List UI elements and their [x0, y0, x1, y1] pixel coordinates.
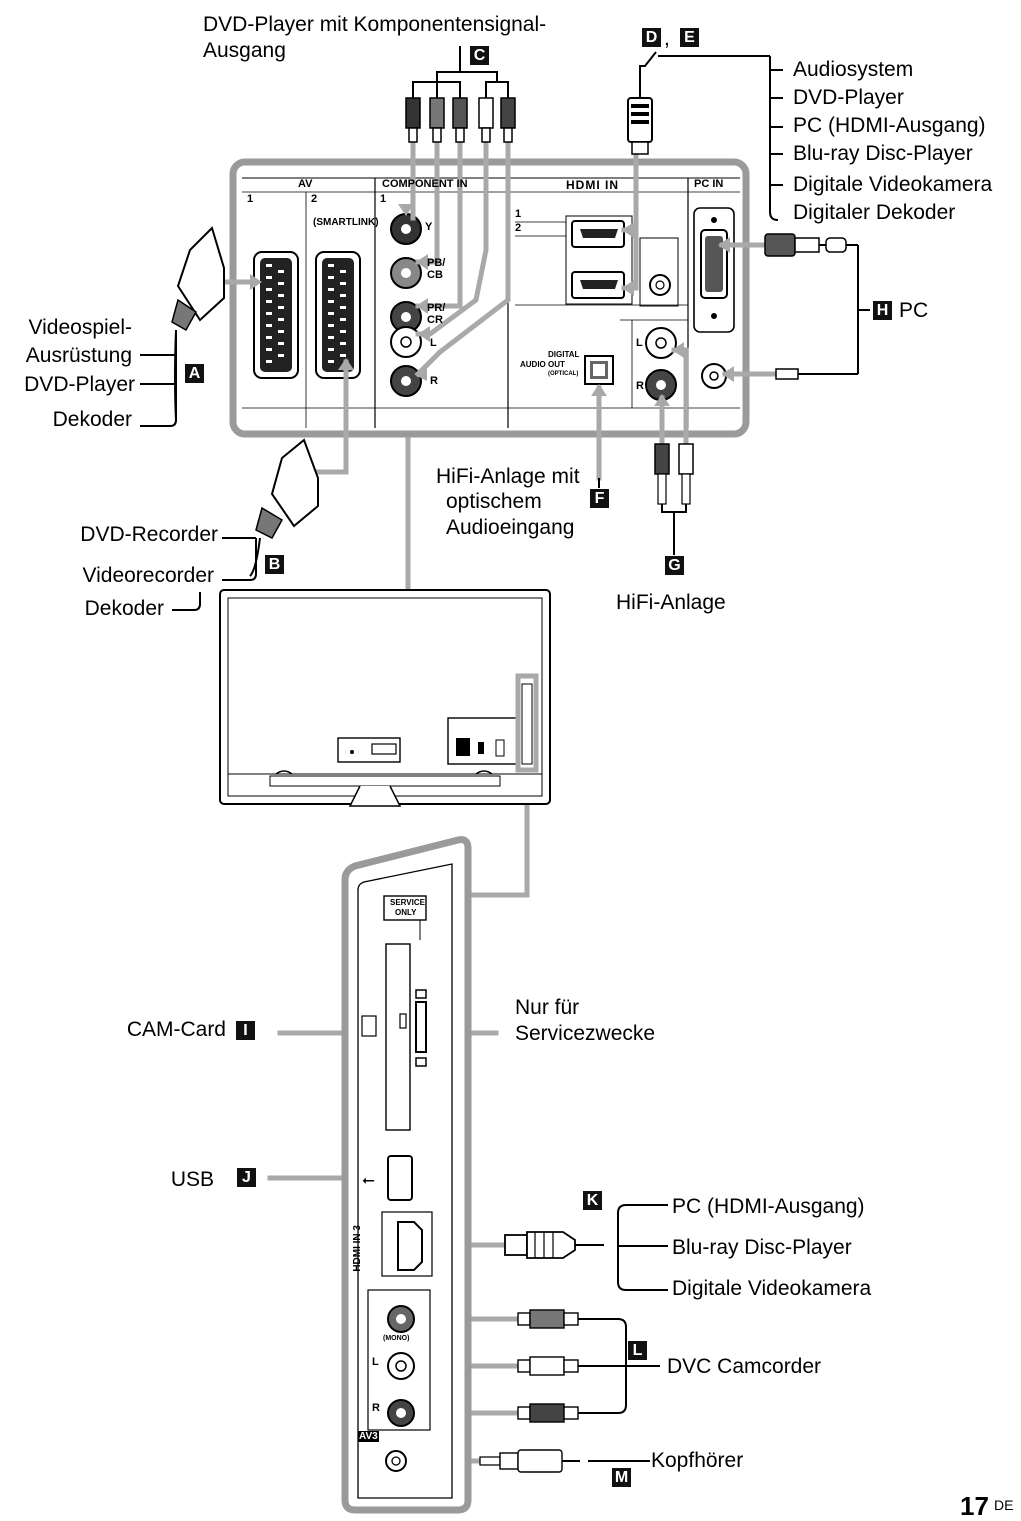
scart-plug-a [171, 226, 225, 421]
label-dekoder-top: Digitaler Dekoder [793, 201, 956, 224]
panel-hdmi-in: HDMI IN [566, 178, 619, 192]
optical-and-audio-out [584, 319, 688, 408]
label-pc-hdmi-top: PC (HDMI-Ausgang) [793, 114, 986, 137]
label-videokamera-k: Digitale Videokamera [672, 1277, 872, 1300]
panel-comp1: 1 [380, 193, 387, 205]
label-dvd-component-2: Ausgang [203, 39, 286, 62]
side-panel: ⭠ [341, 836, 472, 1514]
label-dvd-recorder: DVD-Recorder [80, 523, 218, 546]
bracket-a [140, 330, 177, 427]
panel-side-l: L [372, 1356, 379, 1368]
pc-plugs-h [764, 233, 870, 380]
label-kopfhoerer: Kopfhörer [651, 1449, 744, 1472]
headphone-plug-m [479, 1449, 650, 1473]
svg-text:⭠: ⭠ [362, 1170, 375, 1189]
label-dekoder-a: Dekoder [52, 408, 132, 431]
panel-audio-r: R [636, 380, 644, 392]
label-videospiel-1: Videospiel- [28, 316, 132, 339]
scart-plug-b [249, 438, 319, 577]
panel-l: L [430, 337, 437, 349]
hdmi-plug-de [627, 51, 657, 155]
label-pc-hdmi-k: PC (HDMI-Ausgang) [672, 1195, 865, 1218]
label-dvd-player-d: DVD-Player [793, 86, 904, 109]
badge-c: C [470, 46, 489, 65]
label-videokamera-top: Digitale Videokamera [793, 173, 993, 196]
label-hifi-optical-1: HiFi-Anlage mit [436, 465, 580, 488]
label-dvc: DVC Camcorder [667, 1355, 822, 1378]
panel-pr: PR/ [427, 302, 446, 314]
scart-av2 [315, 251, 361, 379]
badge-e: E [680, 28, 699, 47]
label-hifi: HiFi-Anlage [616, 591, 726, 614]
audio-plugs-g [654, 443, 694, 555]
bracket-k [617, 1204, 668, 1291]
panel-component-in: COMPONENT IN [382, 178, 468, 190]
component-jacks [390, 213, 422, 397]
panel-smartlink: (SMARTLINK) [313, 217, 379, 228]
panel-av1: 1 [247, 193, 254, 205]
badge-l: L [628, 1341, 647, 1360]
label-videorecorder: Videorecorder [82, 564, 214, 587]
page-number: 17 [960, 1491, 989, 1521]
panel-cb: CB [427, 269, 443, 281]
label-cam-card: CAM-Card [126, 1018, 226, 1041]
panel-optical: (OPTICAL) [548, 371, 579, 377]
label-audiosystem: Audiosystem [793, 58, 914, 81]
panel-digital-audio-2: AUDIO OUT [520, 360, 565, 369]
label-bluray-top: Blu-ray Disc-Player [793, 142, 973, 165]
component-plugs [405, 46, 516, 143]
label-usb: USB [170, 1168, 214, 1191]
badge-f: F [590, 489, 609, 508]
badge-g: G [665, 556, 684, 575]
badge-k: K [583, 1191, 602, 1210]
label-dvd-component: DVD-Player mit Komponentensignal- [203, 13, 547, 36]
badge-a: A [185, 364, 204, 383]
hdmi-ports [515, 215, 688, 307]
panel-service-only-1: SERVICE [390, 898, 425, 907]
badge-d: D [642, 28, 661, 47]
panel-y: Y [425, 221, 433, 233]
label-nur-fuer-1: Nur für [515, 996, 580, 1019]
panel-cr: CR [427, 314, 443, 326]
panel-side-r: R [372, 1402, 380, 1414]
rear-panel-outline [229, 158, 750, 438]
panel-av: AV [298, 178, 313, 190]
panel-hdmi2: 2 [515, 222, 522, 234]
pc-in-ports [693, 207, 735, 389]
hdmi-plug-k [504, 1231, 604, 1259]
bracket-b [172, 537, 257, 611]
panel-r: R [430, 375, 438, 387]
label-hifi-optical-2: optischem [446, 490, 542, 513]
badge-i: I [236, 1021, 255, 1040]
tv-rear [219, 589, 551, 807]
panel-av2: 2 [311, 193, 318, 205]
badge-j: J [237, 1168, 256, 1187]
label-dekoder-b: Dekoder [84, 597, 164, 620]
page-suffix: DE [994, 1497, 1014, 1513]
panel-av3: AV3 [358, 1431, 379, 1442]
panel-pc-in: PC IN [694, 178, 724, 190]
label-hifi-optical-3: Audioeingang [446, 516, 575, 539]
panel-digital-audio-1: DIGITAL [548, 350, 580, 359]
panel-audio-l: L [636, 337, 643, 349]
av3-plugs-l [517, 1309, 660, 1423]
label-videospiel-2: Ausrüstung [25, 344, 132, 367]
badge-separator: , [664, 27, 670, 50]
badge-h: H [873, 301, 892, 320]
scart-av1 [253, 251, 299, 379]
label-bluray-k: Blu-ray Disc-Player [672, 1236, 852, 1259]
panel-hdmi1: 1 [515, 208, 522, 220]
bracket-de [658, 55, 783, 221]
label-pc: PC [899, 299, 929, 322]
panel-pb: PB/ [427, 257, 446, 269]
badge-m: M [612, 1468, 631, 1487]
label-dvd-player-a: DVD-Player [24, 373, 135, 396]
panel-hdmi3: HDMI IN 3 [352, 1225, 363, 1272]
badge-b: B [265, 555, 284, 574]
panel-mono: (MONO) [383, 1335, 410, 1342]
label-nur-fuer-2: Servicezwecke [515, 1022, 656, 1045]
panel-service-only-2: ONLY [395, 908, 417, 917]
